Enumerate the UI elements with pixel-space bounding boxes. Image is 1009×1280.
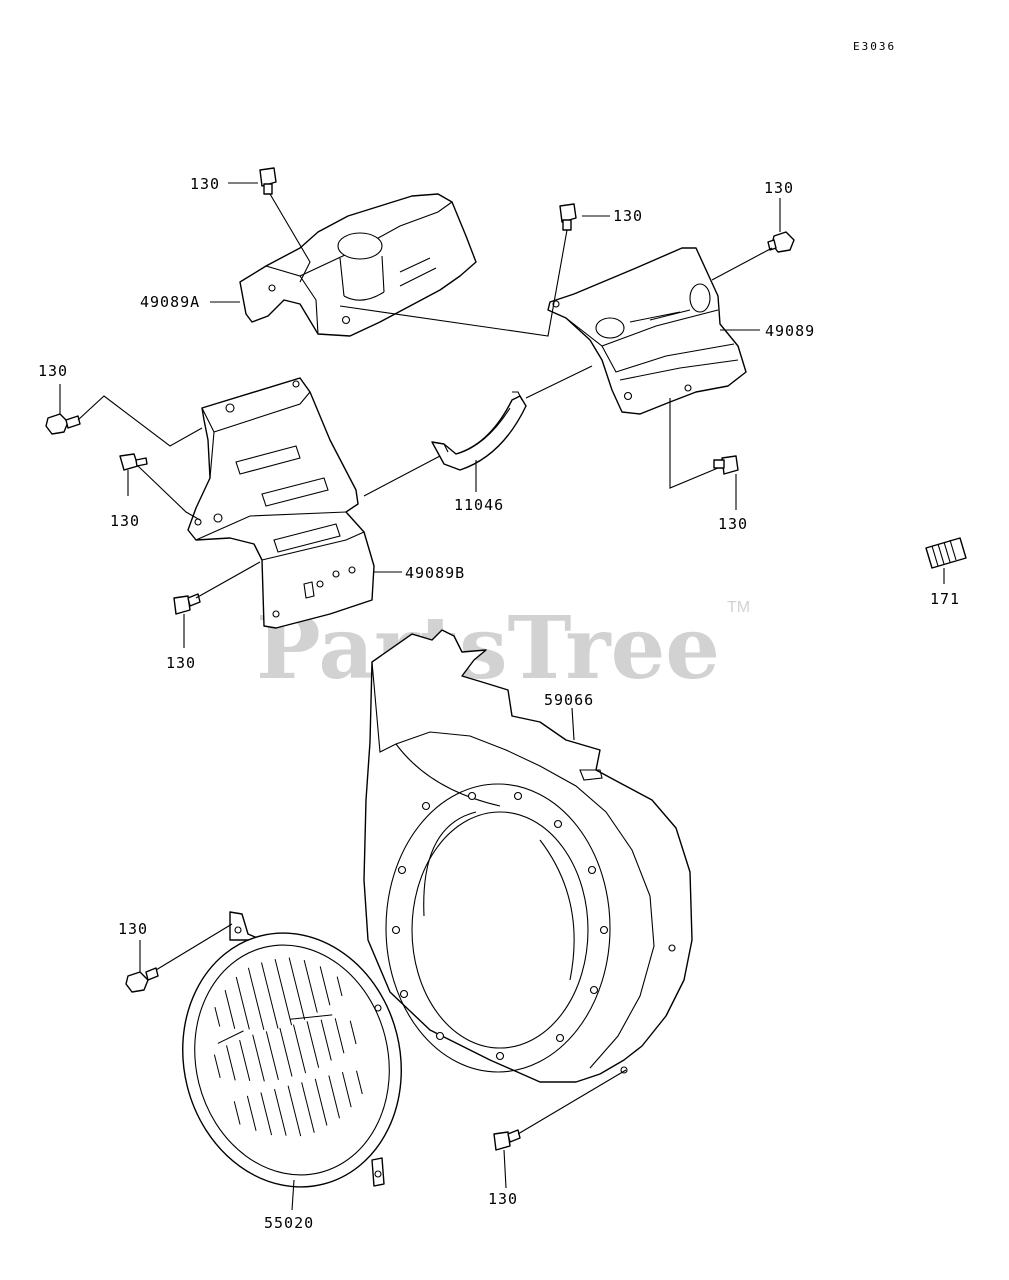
callout-bolt-screen: 130 [118, 920, 148, 938]
callout-bolt-top-left: 130 [190, 175, 220, 193]
callout-49089: 49089 [765, 322, 815, 340]
callout-55020: 55020 [264, 1214, 314, 1232]
callout-bolt-left-lower: 130 [166, 654, 196, 672]
bolt-top-left[interactable] [259, 167, 277, 195]
callout-labels: 130 49089A 130 130 49089 130 130 11046 1… [38, 175, 960, 1232]
callout-bolt-right-mid: 130 [718, 515, 748, 533]
shroud-49089[interactable] [547, 247, 747, 415]
leader-lines [59, 182, 945, 1211]
clip-11046[interactable] [431, 391, 527, 471]
bolt-top-right[interactable] [767, 231, 795, 253]
bolt-left-upper[interactable] [45, 413, 81, 435]
fan-housing-59066[interactable] [363, 629, 693, 1083]
callout-11046: 11046 [454, 496, 504, 514]
callout-bolt-top-center: 130 [613, 207, 643, 225]
callout-171: 171 [930, 590, 960, 608]
watermark-text: PartsTree [256, 598, 720, 699]
bolt-left-lower[interactable] [173, 593, 201, 615]
screen-55020[interactable] [156, 910, 428, 1211]
stud-171[interactable] [925, 537, 967, 569]
callout-49089b: 49089B [405, 564, 465, 582]
callout-59066: 59066 [544, 691, 594, 709]
screen-slots [213, 957, 363, 1137]
callout-bolt-left-mid: 130 [110, 512, 140, 530]
callout-bolt-top-right: 130 [764, 179, 794, 197]
diagram-code: E3036 [853, 40, 896, 53]
bolt-left-mid[interactable] [119, 453, 148, 471]
bolt-screen[interactable] [125, 967, 159, 993]
watermark-trademark: TM [727, 599, 750, 616]
callout-bolt-left-upper: 130 [38, 362, 68, 380]
shroud-49089a[interactable] [239, 193, 477, 337]
watermark: PartsTree TM [256, 598, 750, 699]
shroud-49089b[interactable] [187, 377, 375, 629]
callout-bolt-housing: 130 [488, 1190, 518, 1208]
bolt-top-center[interactable] [559, 203, 577, 231]
bolt-housing[interactable] [493, 1129, 521, 1151]
bolt-right-mid[interactable] [713, 455, 739, 475]
callout-49089a: 49089A [140, 293, 200, 311]
